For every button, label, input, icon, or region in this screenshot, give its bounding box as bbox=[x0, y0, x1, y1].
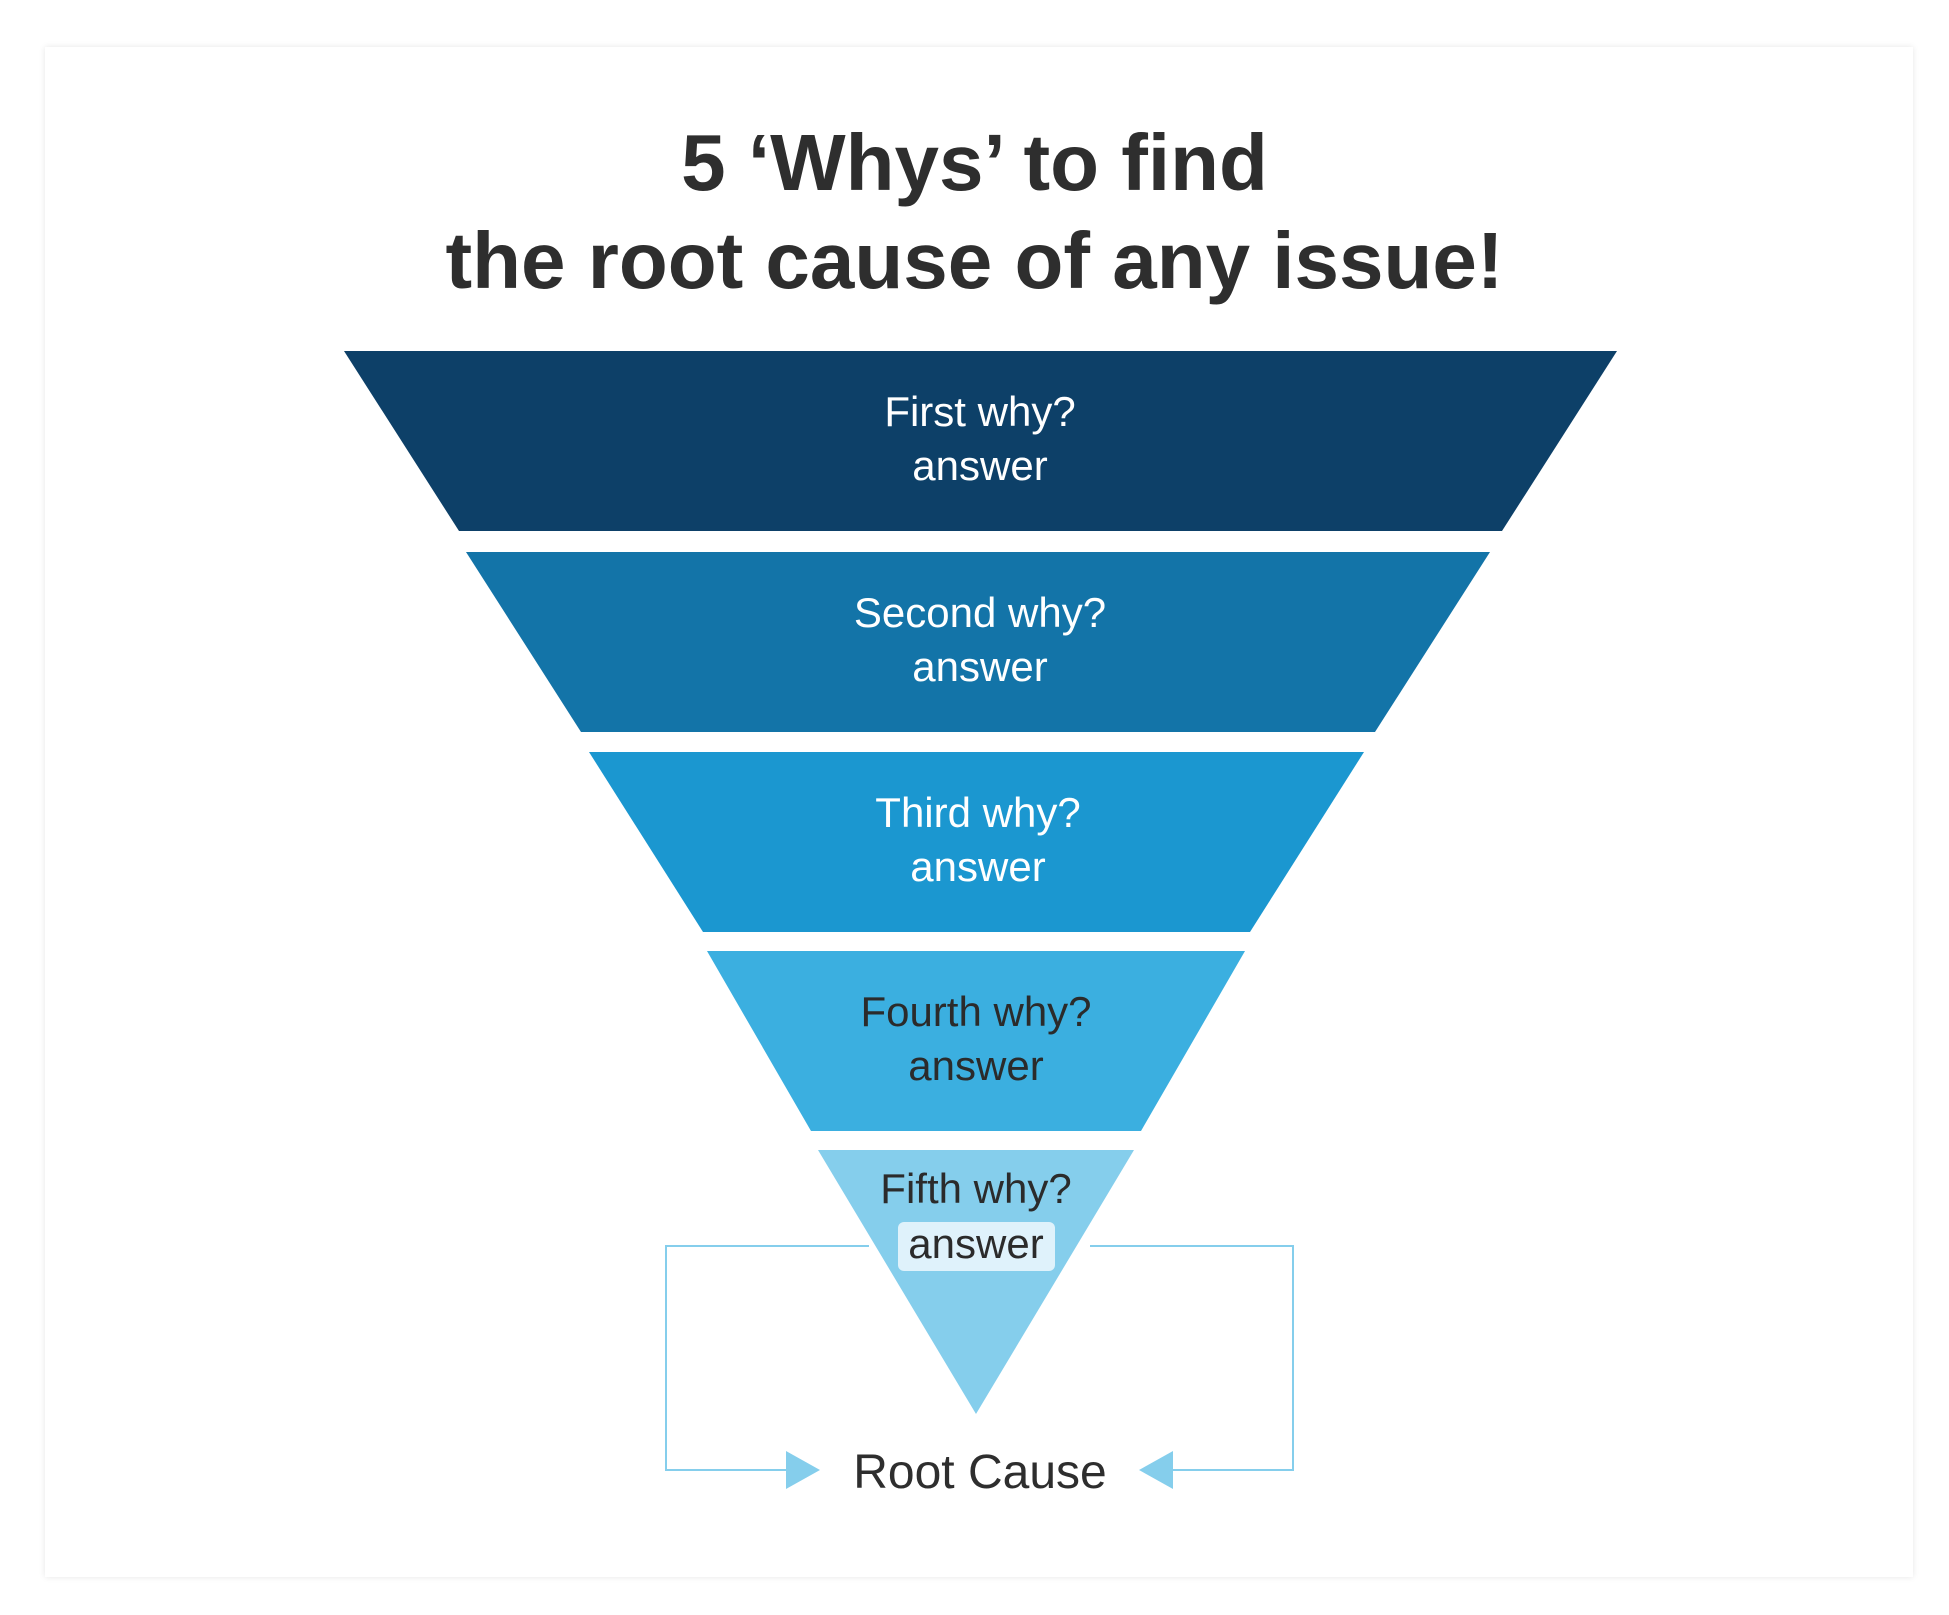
level-3-answer: answer bbox=[910, 843, 1045, 890]
level-3-question: Third why? bbox=[875, 789, 1080, 836]
level-5-answer: answer bbox=[908, 1220, 1043, 1267]
level-5-band bbox=[818, 1150, 1134, 1414]
left-arrow-head bbox=[786, 1451, 820, 1489]
level-5-question: Fifth why? bbox=[880, 1165, 1071, 1212]
level-4-answer: answer bbox=[908, 1042, 1043, 1089]
level-4-band bbox=[707, 951, 1245, 1131]
title-line-1: 5 ‘Whys’ to find bbox=[681, 118, 1268, 207]
level-3-band bbox=[589, 752, 1364, 932]
level-2-question: Second why? bbox=[854, 589, 1106, 636]
level-1-band bbox=[344, 351, 1617, 531]
level-4-question: Fourth why? bbox=[860, 988, 1091, 1035]
root-cause-label: Root Cause bbox=[853, 1446, 1106, 1499]
level-2-answer: answer bbox=[912, 643, 1047, 690]
left-connector-line bbox=[665, 1245, 869, 1471]
level-2-band bbox=[466, 552, 1490, 732]
level-1-answer: answer bbox=[912, 442, 1047, 489]
right-arrow-head bbox=[1139, 1451, 1173, 1489]
title-line-2: the root cause of any issue! bbox=[445, 216, 1504, 305]
answer-highlight bbox=[898, 1222, 1055, 1271]
level-1-question: First why? bbox=[884, 388, 1075, 435]
right-connector-line bbox=[1090, 1245, 1294, 1471]
